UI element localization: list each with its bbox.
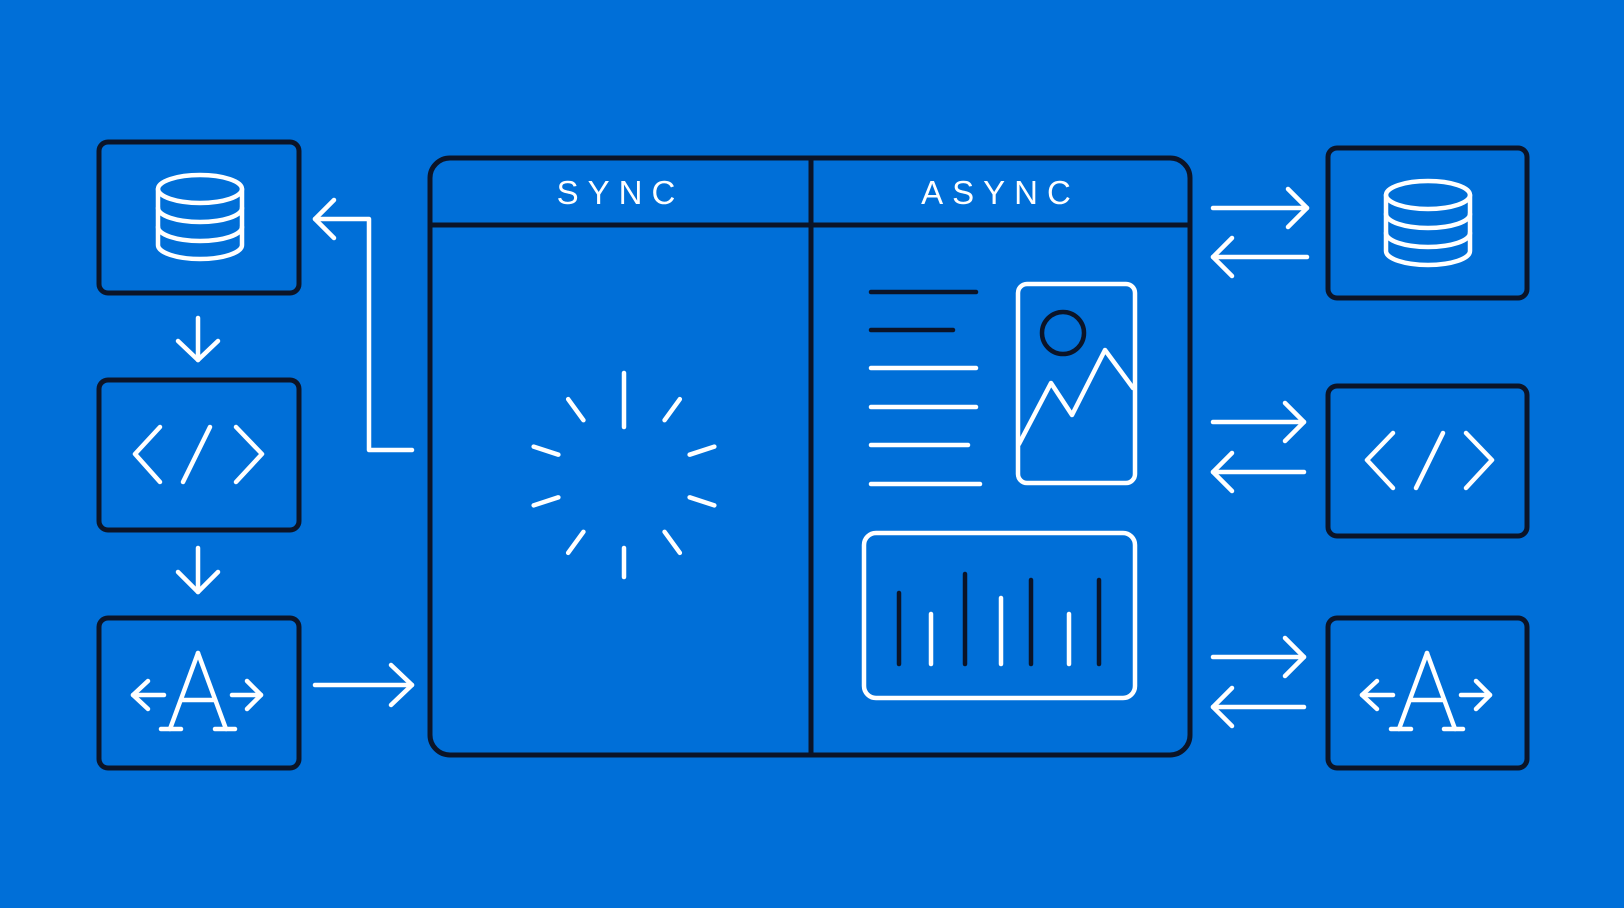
database-icon xyxy=(155,172,245,262)
right-font-arrows xyxy=(1210,635,1307,729)
arrow-sync-to-database xyxy=(312,197,415,453)
loading-spinner-icon xyxy=(531,370,717,580)
left-code-box[interactable] xyxy=(96,377,302,533)
right-database-box[interactable] xyxy=(1325,145,1530,301)
text-lines-icon xyxy=(868,289,983,487)
right-font-box[interactable] xyxy=(1325,615,1530,771)
arrow-font-to-sync xyxy=(312,662,415,708)
database-icon xyxy=(1383,178,1473,268)
right-code-box[interactable] xyxy=(1325,383,1530,539)
font-resize-icon xyxy=(130,650,264,732)
main-panel xyxy=(427,155,1193,758)
code-icon xyxy=(1364,430,1495,491)
image-placeholder-icon xyxy=(1015,281,1138,486)
font-resize-icon xyxy=(1359,650,1493,732)
bar-chart-placeholder-icon xyxy=(861,530,1138,701)
sync-column-title: SYNC xyxy=(556,174,685,211)
left-arrow-down-1 xyxy=(175,315,221,363)
right-database-arrows xyxy=(1210,186,1310,279)
right-code-arrows xyxy=(1210,400,1307,494)
left-arrow-down-2 xyxy=(175,545,221,595)
left-font-box[interactable] xyxy=(96,615,302,771)
async-column-title: ASYNC xyxy=(921,174,1080,211)
code-icon xyxy=(132,424,265,485)
left-database-box[interactable] xyxy=(96,139,302,296)
